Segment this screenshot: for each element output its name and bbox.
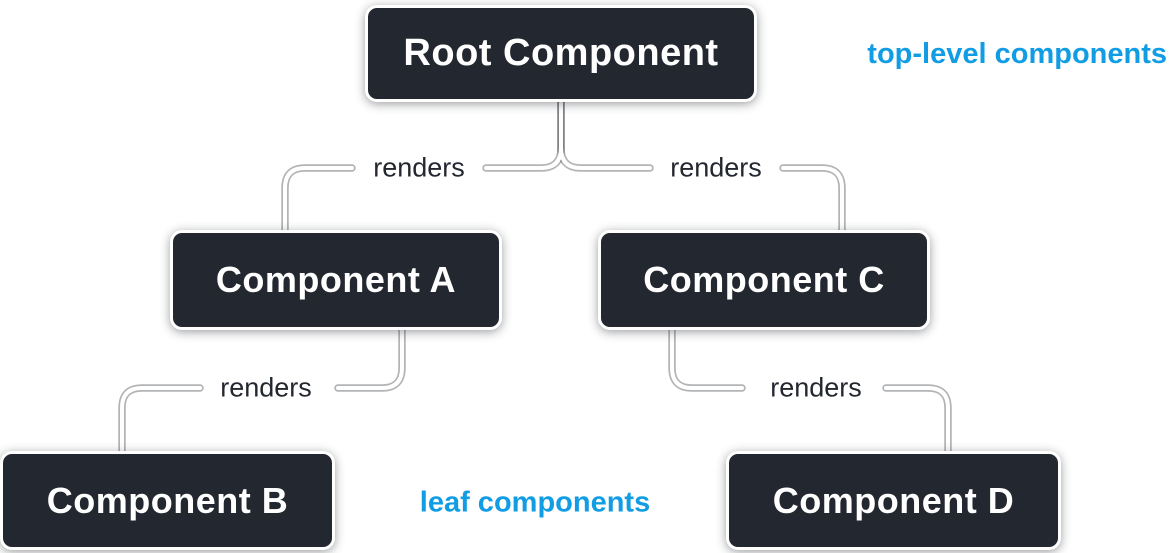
edge-root-c-line xyxy=(559,100,652,170)
edge-c-d-segment xyxy=(886,388,948,451)
edge-root-a-segment xyxy=(486,102,561,168)
edge-root-a-line xyxy=(283,166,354,232)
edge-a-b-line xyxy=(120,386,202,453)
annotation-top-level-components: top-level components xyxy=(867,38,1167,70)
edge-label-renders: renders xyxy=(220,372,312,403)
edge-root-a-segment xyxy=(285,168,352,230)
node-component-d-label: Component D xyxy=(772,479,1015,521)
edge-a-b-segment xyxy=(338,330,402,388)
node-component-b-label: Component B xyxy=(46,479,289,521)
node-component-d: Component D xyxy=(726,451,1061,550)
edge-c-d-line xyxy=(884,386,950,453)
edge-a-b-segment xyxy=(122,388,200,451)
edge-a-b-line xyxy=(336,328,404,390)
edge-root-c-segment xyxy=(783,168,842,230)
node-component-b: Component B xyxy=(0,451,335,550)
annotation-leaf-components: leaf components xyxy=(419,486,651,519)
node-component-c-label: Component C xyxy=(643,259,885,300)
edge-label-renders: renders xyxy=(770,372,862,403)
node-root-component: Root Component xyxy=(365,5,757,102)
node-component-c: Component C xyxy=(598,230,930,330)
edge-root-c-segment xyxy=(561,102,650,168)
edge-c-d-segment xyxy=(672,330,742,388)
node-root-component-label: Root Component xyxy=(403,32,719,74)
node-component-a: Component A xyxy=(170,230,502,330)
edge-label-renders: renders xyxy=(670,152,762,183)
edge-c-d-line xyxy=(670,328,744,390)
edge-label-renders: renders xyxy=(373,152,465,183)
edge-root-c-line xyxy=(781,166,844,232)
edge-root-a-line xyxy=(484,100,563,170)
node-component-a-label: Component A xyxy=(215,259,457,300)
